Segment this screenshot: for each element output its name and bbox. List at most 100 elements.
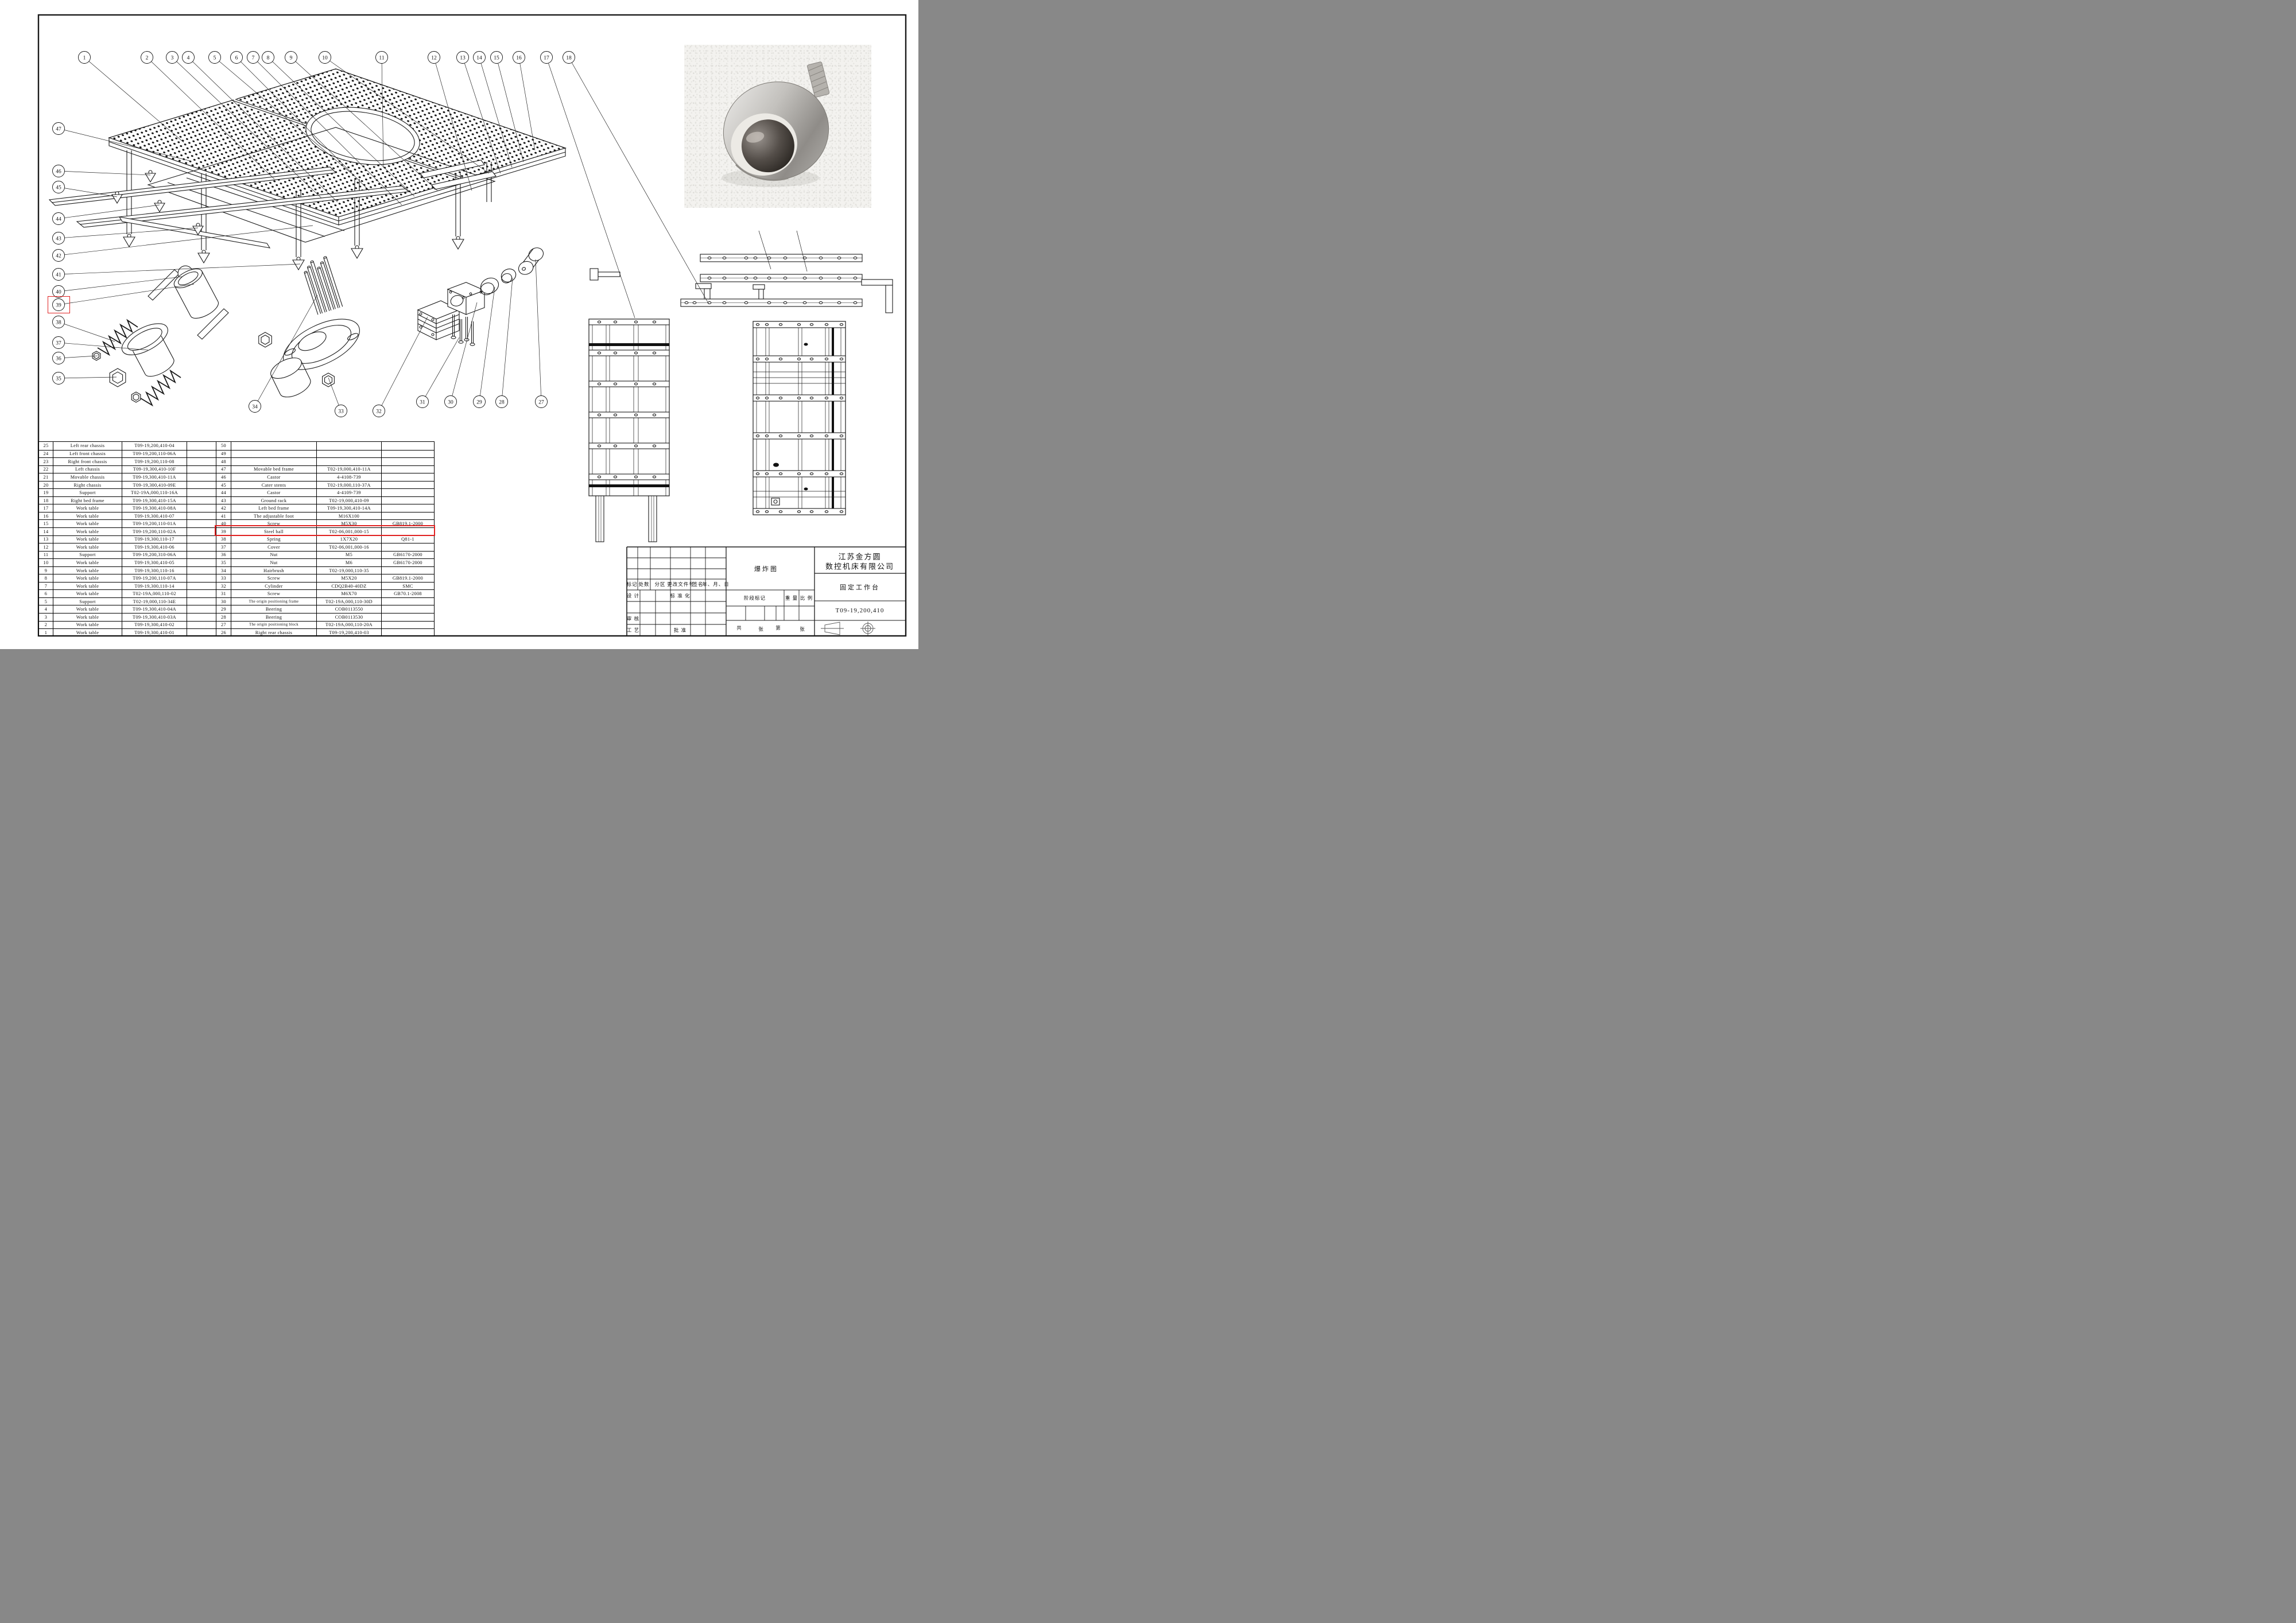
part-number-cell: M6: [316, 559, 381, 566]
callout-40: 40: [52, 276, 183, 298]
part-standard-cell: SMC: [381, 582, 434, 590]
sheet-frame: [37, 14, 907, 637]
part-number-cell: T09-19,300,110-16: [122, 566, 187, 574]
part-no-cell: 8: [44, 576, 48, 581]
part-name-cell: Right rear chassis: [231, 629, 316, 636]
part-name-cell: The origin positioning frame: [231, 597, 316, 605]
part-standard-cell: [381, 605, 434, 614]
company-name-line2: 数控机床有限公司: [825, 562, 895, 571]
part-standard-cell: [187, 528, 216, 535]
part-standard-cell: [187, 582, 216, 590]
svg-text:14: 14: [476, 55, 482, 61]
svg-text:11: 11: [379, 55, 384, 61]
part-standard-cell: [381, 450, 434, 458]
part-number-cell: T09-19,300,410-03A: [122, 614, 187, 621]
part-standard-cell: GB70.1-2008: [381, 590, 434, 597]
svg-text:12: 12: [431, 55, 437, 61]
part-number-cell: T02-19,000,410-09: [316, 496, 381, 504]
part-standard-cell: [187, 465, 216, 473]
revision-col-zone: 分区: [654, 581, 666, 587]
callout-46: 46: [52, 165, 151, 177]
part-name-cell: Work table: [53, 559, 122, 566]
part-standard-cell: [381, 597, 434, 605]
part-name-cell: Cylinder: [231, 582, 316, 590]
part-standard-cell: [187, 458, 216, 465]
svg-text:5: 5: [214, 55, 216, 61]
role-design: 设 计: [626, 593, 640, 599]
revision-col-date: 年、月、日: [702, 581, 730, 587]
part-number-cell: T02-19,000,110-34E: [122, 597, 187, 605]
callout-1: 1: [78, 51, 184, 143]
svg-text:18: 18: [566, 55, 572, 61]
part-name-cell: Work table: [53, 535, 122, 543]
revision-col-mark: 标记: [626, 581, 638, 587]
sheet-total-label: 共: [736, 625, 742, 631]
part-standard-cell: [187, 520, 216, 528]
exploded-view-flange-assembly: [270, 256, 360, 398]
svg-text:2: 2: [146, 55, 149, 61]
product-name: 固定工作台: [840, 584, 880, 591]
svg-text:45: 45: [56, 185, 61, 191]
part-standard-cell: [187, 504, 216, 512]
part-name-cell: Work table: [53, 543, 122, 551]
part-no-cell: 11: [43, 552, 49, 558]
part-no-cell: 31: [221, 591, 226, 597]
svg-text:4: 4: [187, 55, 190, 61]
part-number-cell: T09-19,200,110-08: [122, 458, 187, 465]
part-name-cell: Movable chassis: [53, 473, 122, 481]
part-number-cell: 4-4109-739: [316, 489, 381, 496]
part-no-cell: 21: [43, 474, 49, 480]
part-number-cell: T09-19,200,110-02A: [122, 528, 187, 535]
part-standard-cell: [187, 535, 216, 543]
part-number-cell: T09-19,300,410-15A: [122, 496, 187, 504]
part-number-cell: M5: [316, 551, 381, 559]
part-name-cell: Work table: [53, 528, 122, 535]
part-number-cell: T02-19A,000,110-30D: [316, 597, 381, 605]
part-standard-cell: [187, 551, 216, 559]
parts-table-row: 48: [216, 457, 434, 465]
parts-table-row: 49: [216, 449, 434, 458]
part-name-cell: Cover: [231, 543, 316, 551]
part-name-cell: Spring: [231, 535, 316, 543]
part-number-cell: T09-19,300,410-14A: [316, 504, 381, 512]
part-standard-cell: GB6170-2000: [381, 551, 434, 559]
part-number-cell: T09-19,300,410-05: [122, 559, 187, 566]
part-no-cell: 42: [221, 506, 226, 511]
svg-text:40: 40: [56, 289, 61, 295]
svg-text:42: 42: [56, 253, 61, 259]
role-process: 工 艺: [626, 627, 640, 633]
part-no-cell: 48: [221, 459, 226, 464]
part-no-cell: 23: [43, 459, 49, 464]
part-standard-cell: [187, 543, 216, 551]
part-no-cell: 33: [221, 576, 226, 581]
revision-col-count: 处数: [638, 581, 650, 587]
part-standard-cell: [187, 597, 216, 605]
svg-text:37: 37: [56, 340, 61, 346]
part-no-cell: 25: [43, 443, 49, 449]
part-name-cell: Nut: [231, 559, 316, 566]
part-name-cell: Left rear chassis: [53, 442, 122, 450]
sheet-page-label: 第: [775, 625, 781, 631]
part-name-cell: Work table: [53, 621, 122, 629]
part-no-cell: 1: [44, 630, 48, 635]
stage-mark-label: 阶段标记: [743, 595, 766, 601]
part-standard-cell: [381, 504, 434, 512]
